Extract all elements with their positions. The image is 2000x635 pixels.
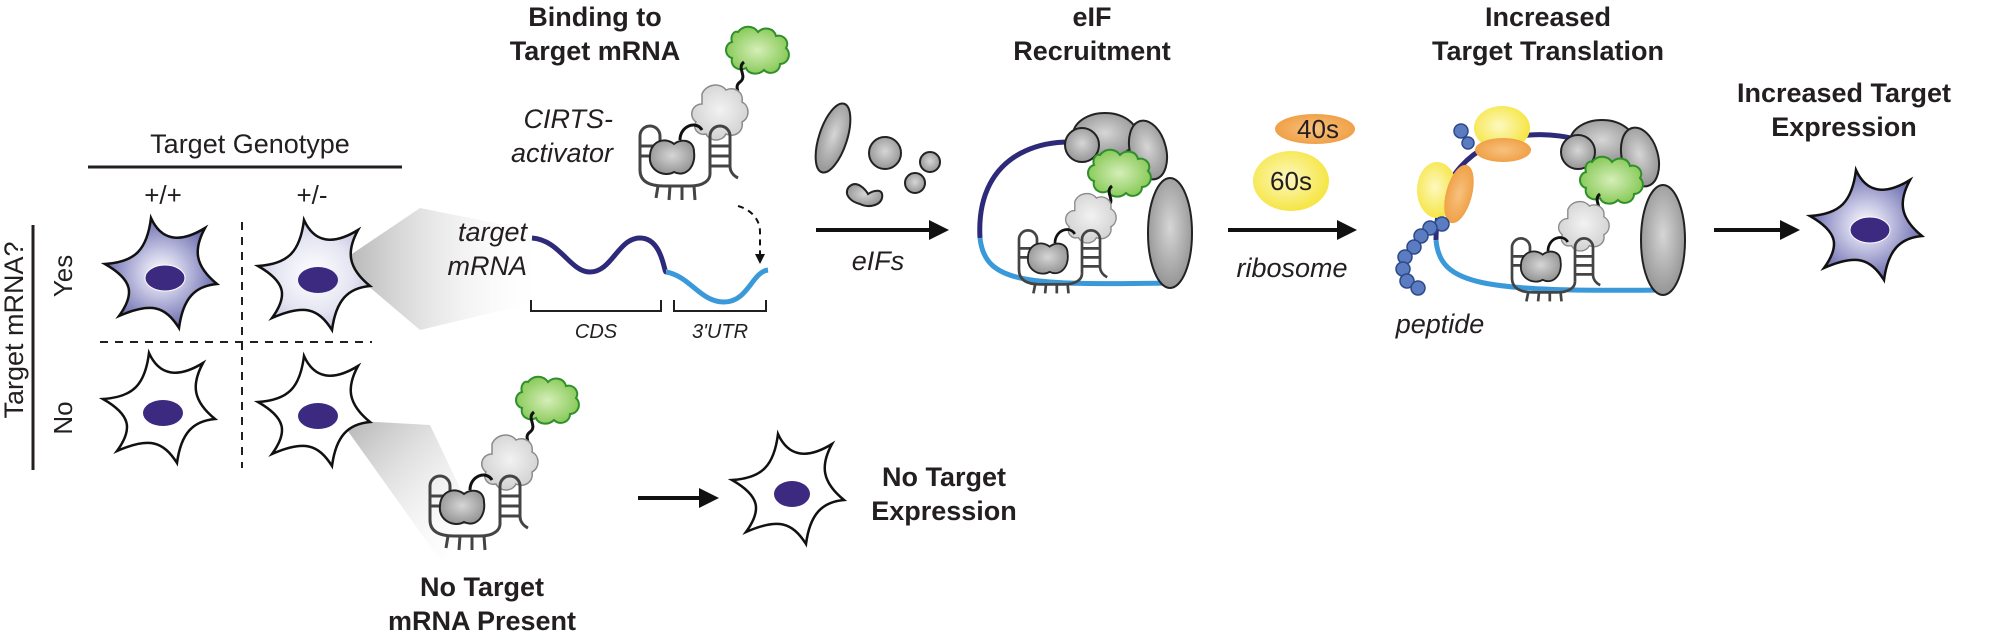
- nucleus: [144, 264, 186, 292]
- subunit-60s-label: 60s: [1270, 166, 1312, 196]
- translation-title-1: Increased: [1485, 2, 1611, 32]
- no-expression-2: Expression: [871, 496, 1017, 526]
- mrna-utr-loop: [977, 237, 1171, 287]
- binding-arrow: [737, 205, 765, 264]
- rbp-hairpin-complex: [1017, 192, 1117, 294]
- row-label-yes: Yes: [48, 255, 78, 297]
- ribosome-step: 40s 60s ribosome: [1228, 114, 1357, 283]
- cell-wt-no: [101, 351, 217, 465]
- ribosome-40s: [1475, 138, 1531, 162]
- ribosome-label: ribosome: [1236, 253, 1347, 283]
- nucleus: [298, 267, 338, 293]
- utr-bracket: [673, 300, 767, 312]
- expression-title-2: Expression: [1771, 112, 1917, 142]
- column-label-wt: +/+: [144, 180, 182, 210]
- subunit-60s: [1253, 151, 1329, 211]
- pabp-protein: [1147, 177, 1193, 289]
- no-target-present-1: No Target: [420, 572, 544, 602]
- eif-factor: [919, 151, 941, 173]
- eif-complex: [1064, 127, 1100, 163]
- row-header: Target mRNA?: [0, 241, 29, 418]
- rbp-hairpin-complex: [1510, 200, 1610, 302]
- eif-factor: [868, 136, 902, 170]
- activator-effector: [1579, 155, 1644, 205]
- ribosome-40s: [1444, 164, 1474, 224]
- cirts-label-1: CIRTS-: [523, 104, 613, 134]
- pabp-protein: [1640, 184, 1686, 296]
- eif-factor: [846, 183, 884, 207]
- eif-factor: [814, 102, 852, 174]
- cell-het-yes: [256, 218, 372, 332]
- ribosome-60s: [1474, 106, 1530, 150]
- translation-stage: Increased Target Translation: [1395, 2, 1686, 339]
- cds-bracket: [530, 300, 662, 312]
- eif-step: eIFs: [814, 102, 949, 276]
- row-label-no: No: [48, 401, 78, 434]
- cds-label: CDS: [575, 321, 618, 343]
- cell-high-expression: [1808, 168, 1924, 282]
- zoom-cone-no: [340, 420, 480, 560]
- recruitment-title-1: eIF: [1072, 2, 1111, 32]
- binding-title-1: Binding to: [528, 2, 661, 32]
- utr-label: 3'UTR: [692, 321, 748, 343]
- recruitment-title-2: Recruitment: [1013, 36, 1171, 66]
- mrna-utr: [665, 267, 769, 305]
- cell-no-expression: [730, 432, 846, 546]
- target-label-2: mRNA: [448, 251, 528, 281]
- zoom-cone-yes: [340, 208, 545, 330]
- nucleus: [143, 400, 183, 426]
- binding-stage: Binding to Target mRNA CIRTS- activator …: [448, 2, 791, 343]
- nucleus: [298, 403, 338, 429]
- column-label-het: +/-: [296, 180, 327, 210]
- activator-effector: [1087, 148, 1152, 198]
- no-expression-1: No Target: [882, 462, 1006, 492]
- column-header: Target Genotype: [150, 129, 350, 159]
- recruitment-stage: eIF Recruitment: [977, 2, 1193, 294]
- peptide-chain: [1395, 123, 1475, 296]
- expression-title-1: Increased Target: [1737, 78, 1951, 108]
- eif-complex: [1560, 134, 1596, 170]
- target-label-1: target: [458, 217, 529, 247]
- cirts-label-2: activator: [511, 138, 614, 168]
- peptide-label: peptide: [1395, 309, 1485, 339]
- expression-stage: Increased Target Expression: [1714, 78, 1951, 282]
- no-target-present-2: mRNA Present: [388, 606, 576, 635]
- eifs-label: eIFs: [852, 246, 905, 276]
- subunit-40s: [1275, 114, 1355, 144]
- binding-title-2: Target mRNA: [510, 36, 681, 66]
- mrna-utr-loop: [1433, 239, 1665, 293]
- mrna-cds: [531, 235, 669, 275]
- genotype-grid: Target Genotype +/+ +/- Target mRNA? Yes…: [0, 129, 545, 560]
- subunit-40s-label: 40s: [1297, 114, 1339, 144]
- cell-wt-yes: [103, 216, 219, 330]
- no-target-branch: No Target mRNA Present No Target Express…: [388, 375, 1017, 635]
- translation-title-2: Target Translation: [1432, 36, 1664, 66]
- nucleus: [774, 481, 810, 507]
- nucleus: [1849, 216, 1891, 244]
- cirts-activator-unbound: [428, 375, 581, 552]
- eif-factor: [904, 172, 926, 194]
- cell-het-no: [256, 354, 372, 468]
